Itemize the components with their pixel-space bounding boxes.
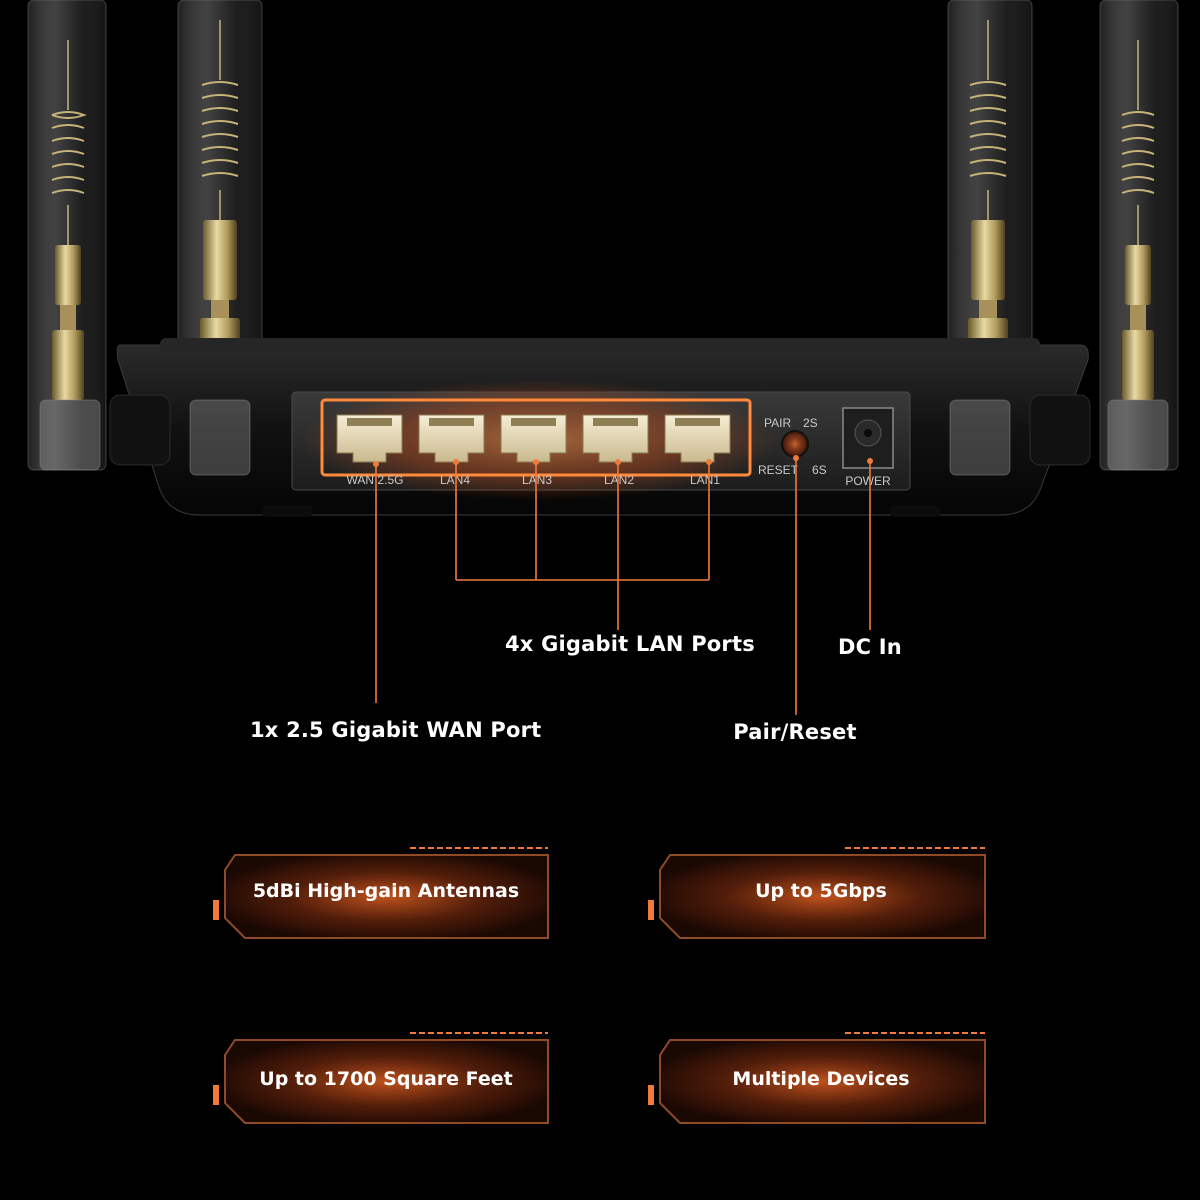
feature-plate-1 bbox=[213, 847, 549, 939]
callout-pair-reset: Pair/Reset bbox=[733, 720, 857, 744]
ethernet-port-lan4[interactable] bbox=[418, 414, 485, 463]
dc-power-jack[interactable] bbox=[842, 407, 894, 469]
callout-wan-port: 1x 2.5 Gigabit WAN Port bbox=[250, 718, 542, 742]
port-label-lan2: LAN2 bbox=[604, 473, 634, 487]
reset-label: RESET bbox=[758, 463, 799, 477]
pair-reset-button[interactable] bbox=[781, 430, 809, 458]
ethernet-port-lan2[interactable] bbox=[582, 414, 649, 463]
pair-time-label: 2S bbox=[803, 416, 818, 430]
port-label-lan3: LAN3 bbox=[522, 473, 552, 487]
antenna-left-outer bbox=[27, 0, 107, 471]
port-label-lan1: LAN1 bbox=[690, 473, 720, 487]
feature-plate-3 bbox=[213, 1032, 549, 1124]
ethernet-port-wan[interactable] bbox=[336, 414, 403, 463]
callout-dc-in: DC In bbox=[838, 635, 902, 659]
ethernet-port-lan1[interactable] bbox=[664, 414, 731, 463]
feature-plate-4 bbox=[648, 1032, 986, 1124]
antenna-right-outer bbox=[1099, 0, 1179, 471]
feature-coverage: Up to 1700 Square Feet bbox=[259, 1068, 513, 1090]
feature-devices: Multiple Devices bbox=[732, 1068, 910, 1090]
feature-antennas: 5dBi High-gain Antennas bbox=[252, 880, 520, 902]
ethernet-port-lan3[interactable] bbox=[500, 414, 567, 463]
port-label-lan4: LAN4 bbox=[440, 473, 470, 487]
feature-speed: Up to 5Gbps bbox=[755, 880, 887, 902]
callout-lan-ports: 4x Gigabit LAN Ports bbox=[505, 632, 755, 656]
feature-plate-2 bbox=[648, 847, 986, 939]
reset-time-label: 6S bbox=[812, 463, 827, 477]
power-label: POWER bbox=[845, 474, 891, 488]
port-label-wan: WAN 2.5G bbox=[347, 473, 404, 487]
callout-leader-lines bbox=[373, 455, 873, 715]
pair-label: PAIR bbox=[764, 416, 791, 430]
